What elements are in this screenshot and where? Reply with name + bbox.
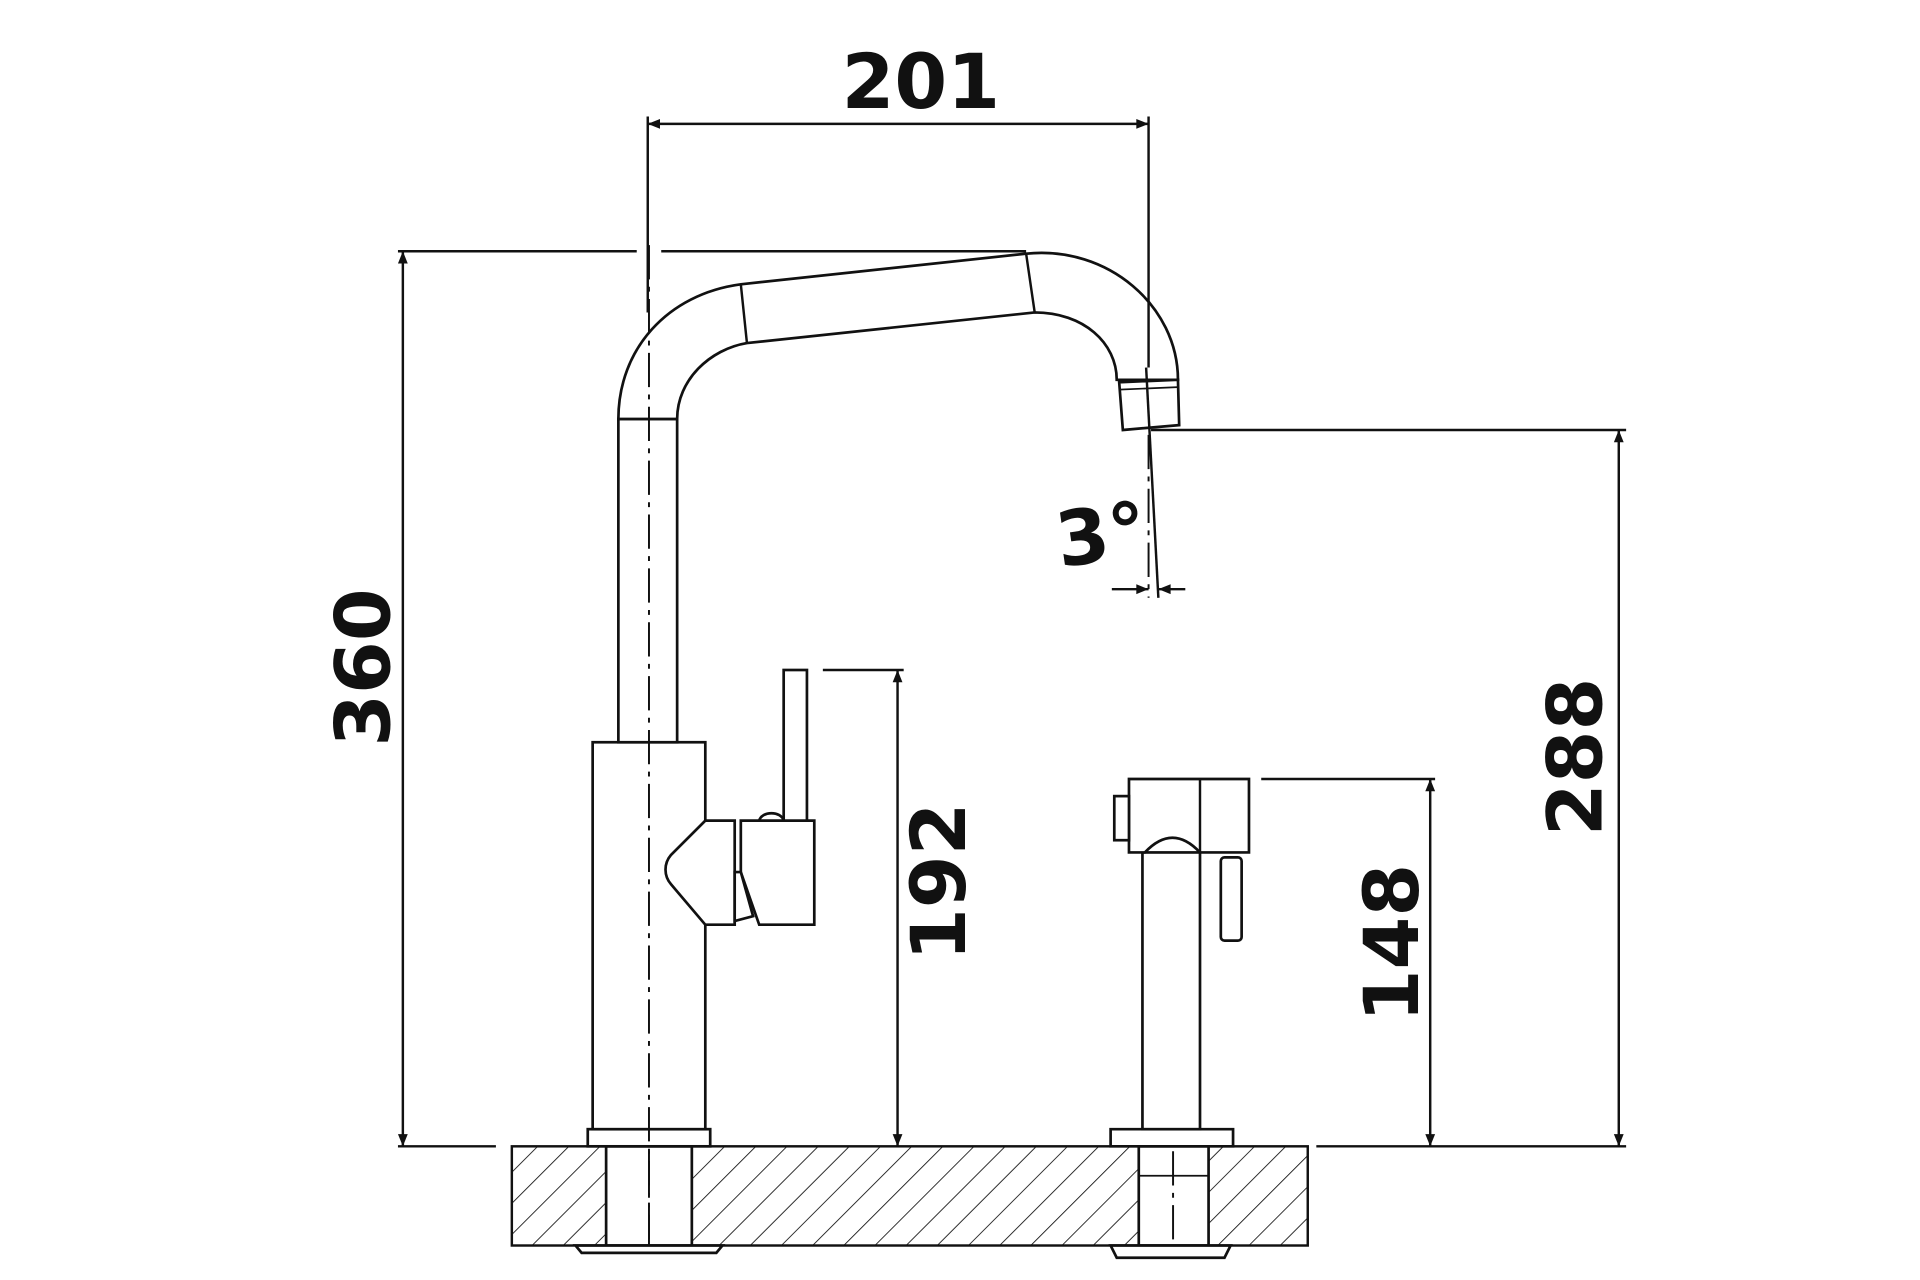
dimension-label-3-degrees: 3°: [1050, 485, 1152, 585]
dimension-lever-height: 192: [822, 668, 983, 1147]
faucet-lever: [664, 668, 816, 927]
dimension-label-192: 192: [895, 803, 983, 961]
countertop: [510, 1144, 1309, 1260]
dimension-total-height: 360: [319, 249, 1027, 1148]
dimension-label-201: 201: [842, 38, 1000, 126]
side-spray: [1109, 777, 1251, 1148]
dimension-outlet-height: 288: [1151, 428, 1627, 1148]
faucet-body: [586, 245, 1181, 1246]
dimension-label-360: 360: [319, 588, 407, 746]
dimension-label-148: 148: [1348, 864, 1436, 1022]
dimension-spray-height: 148: [1261, 777, 1436, 1147]
dimension-spout-angle: 3°: [1050, 367, 1186, 598]
dimension-spout-reach: 201: [646, 38, 1150, 368]
dimension-label-288: 288: [1532, 678, 1620, 836]
